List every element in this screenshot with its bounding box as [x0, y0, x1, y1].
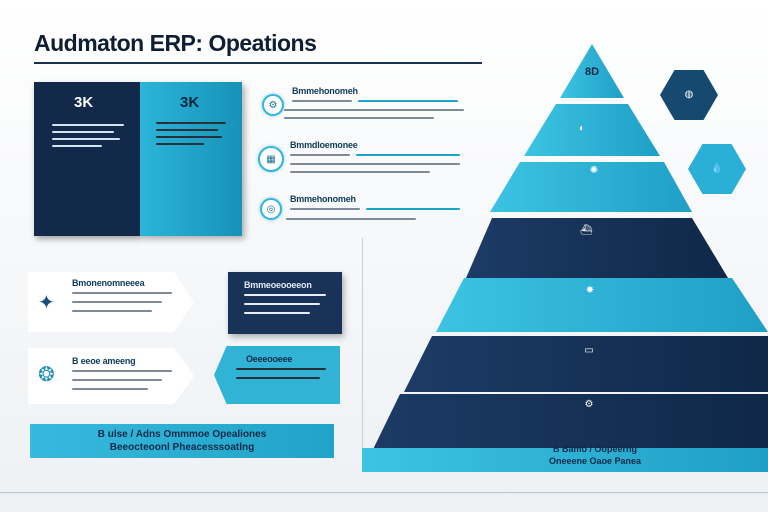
- arrow-card[interactable]: ❂ B eeoe ameeng: [28, 348, 194, 404]
- chart-icon: ◐: [578, 123, 586, 134]
- pyramid-graphic: [362, 44, 768, 472]
- text-line: [284, 117, 434, 119]
- banner-line-2: Beeocteoonl Pheacesssoatlng: [109, 442, 255, 453]
- pyramid-tier-1: [560, 44, 624, 98]
- star-icon: ✸: [585, 285, 595, 296]
- text-line: [290, 154, 350, 156]
- panel-heading: Oeeeooeee: [246, 354, 293, 364]
- feature-row-heading: Bmmehonomeh: [292, 86, 358, 96]
- book-text-line: [52, 124, 124, 126]
- atom-icon: ✺: [589, 165, 599, 176]
- hexagon-badge[interactable]: ◍: [660, 70, 718, 120]
- text-line: [244, 303, 320, 305]
- pyramid-apex-label: 8D: [584, 66, 600, 78]
- book-dark-number: 3K: [74, 94, 94, 111]
- text-line: [358, 100, 458, 102]
- pyramid-base-band: [362, 448, 768, 472]
- feature-row-heading: Bmmehonomeh: [290, 194, 356, 204]
- book-text-line: [156, 136, 222, 138]
- book-dark[interactable]: 3K: [34, 82, 140, 236]
- text-line: [236, 368, 326, 370]
- text-line: [72, 301, 162, 303]
- book-text-line: [156, 122, 226, 124]
- text-line: [290, 171, 430, 173]
- panel-dark[interactable]: Bmmeoeooeeon: [228, 272, 342, 334]
- hexagon-badge[interactable]: 💧: [688, 144, 746, 194]
- pyramid-base-line-2: Oneeene Oaoe Panea: [548, 456, 642, 466]
- book-teal-number: 3K: [180, 94, 200, 111]
- book-text-line: [156, 143, 204, 145]
- book-text-line: [52, 138, 120, 140]
- title-divider: [34, 62, 482, 64]
- summary-banner[interactable]: B ulse / Adns Ommmoe Opealiones Beeocteo…: [30, 424, 334, 458]
- book-text-line: [156, 129, 218, 131]
- pyramid-tier-2: [524, 104, 660, 156]
- book-text-line: [52, 131, 114, 133]
- monitor-icon: ▭: [584, 345, 594, 356]
- text-line: [290, 208, 360, 210]
- panel-teal[interactable]: Oeeeooeee: [214, 346, 340, 404]
- target-icon: ◎: [260, 198, 282, 220]
- droplet-icon: 💧: [710, 163, 724, 174]
- text-line: [284, 109, 464, 111]
- text-line: [72, 310, 152, 312]
- network-icon: ❂: [38, 364, 55, 386]
- arrow-card-heading: B eeoe ameeng: [72, 356, 136, 366]
- panel-heading: Bmmeoeooeeon: [244, 280, 312, 290]
- cog-icon: ⚙: [584, 399, 594, 410]
- text-line: [72, 370, 172, 372]
- puzzle-icon: ✦: [38, 292, 55, 314]
- text-line: [292, 100, 352, 102]
- cube-icon: ▦: [258, 146, 284, 172]
- feature-row[interactable]: ▦ Bmmdloemonee: [256, 140, 468, 184]
- page-title: Audmaton ERP: Opeations: [34, 30, 317, 56]
- pyramid-base-line-1: B Bamo / Oopeerng: [552, 444, 637, 454]
- pyramid-tier-4: [466, 218, 728, 278]
- banner-line-1: B ulse / Adns Ommmoe Opealiones: [97, 429, 267, 440]
- feature-row[interactable]: ⚙ Bmmehonomeh: [262, 86, 468, 126]
- text-line: [244, 312, 310, 314]
- text-line: [356, 154, 460, 156]
- book-teal[interactable]: 3K: [140, 82, 242, 236]
- feature-row-heading: Bmmdloemonee: [290, 140, 358, 150]
- text-line: [72, 379, 162, 381]
- book-text-line: [52, 145, 102, 147]
- text-line: [72, 292, 172, 294]
- text-line: [244, 294, 326, 296]
- text-line: [286, 218, 416, 220]
- text-line: [366, 208, 460, 210]
- feature-row[interactable]: ◎ Bmmehonomeh: [258, 194, 468, 234]
- globe-icon: ◍: [684, 89, 694, 100]
- arrow-card-heading: Bmonenomneeea: [72, 278, 145, 288]
- arrow-card[interactable]: ✦ Bmonenomneeea: [28, 272, 194, 332]
- divider-bottom: [0, 492, 768, 493]
- ship-icon: ⛴: [580, 225, 593, 236]
- pyramid-tier-3: [490, 162, 692, 212]
- pyramid-tier-5: [436, 278, 768, 332]
- divider-vertical: [362, 238, 363, 448]
- pyramid-tier-6: [404, 336, 768, 392]
- text-line: [72, 388, 148, 390]
- text-line: [290, 163, 460, 165]
- text-line: [236, 377, 320, 379]
- gear-icon: ⚙: [262, 94, 284, 116]
